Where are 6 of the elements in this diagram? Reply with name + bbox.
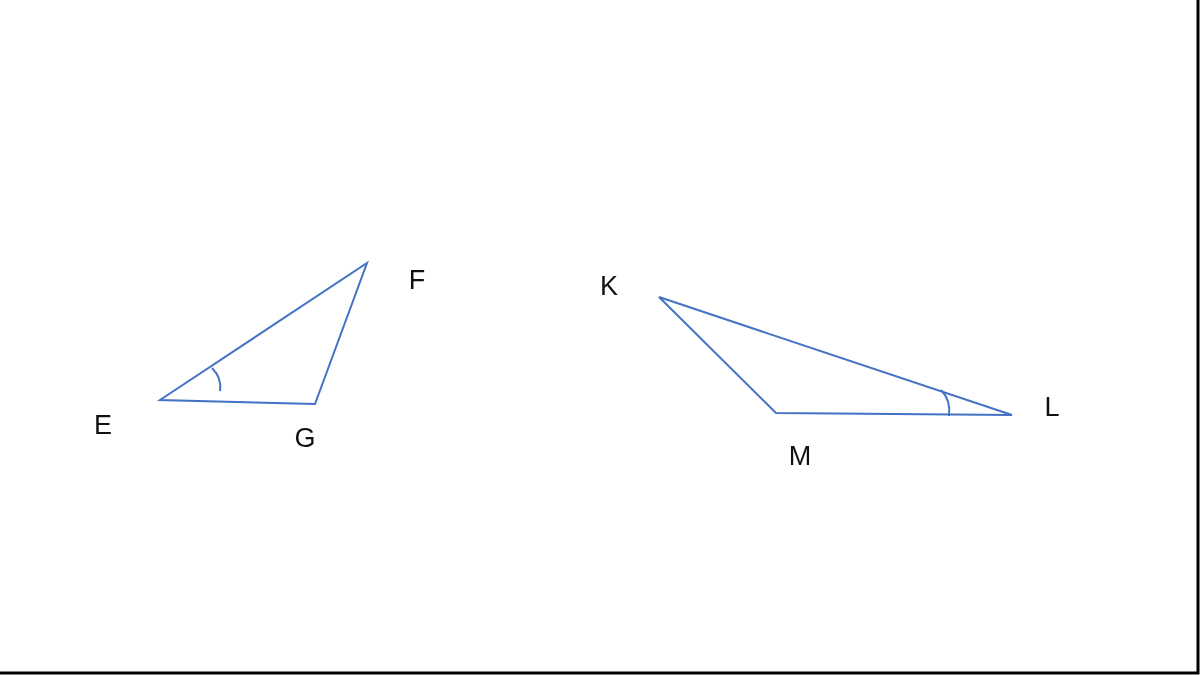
vertex-label: F bbox=[408, 266, 426, 294]
vertex-label: E bbox=[94, 411, 112, 439]
vertex-label: L bbox=[1044, 393, 1060, 421]
vertex-label: G bbox=[294, 424, 316, 452]
vertex-label: K bbox=[600, 272, 618, 300]
vertex-label: M bbox=[788, 442, 812, 470]
